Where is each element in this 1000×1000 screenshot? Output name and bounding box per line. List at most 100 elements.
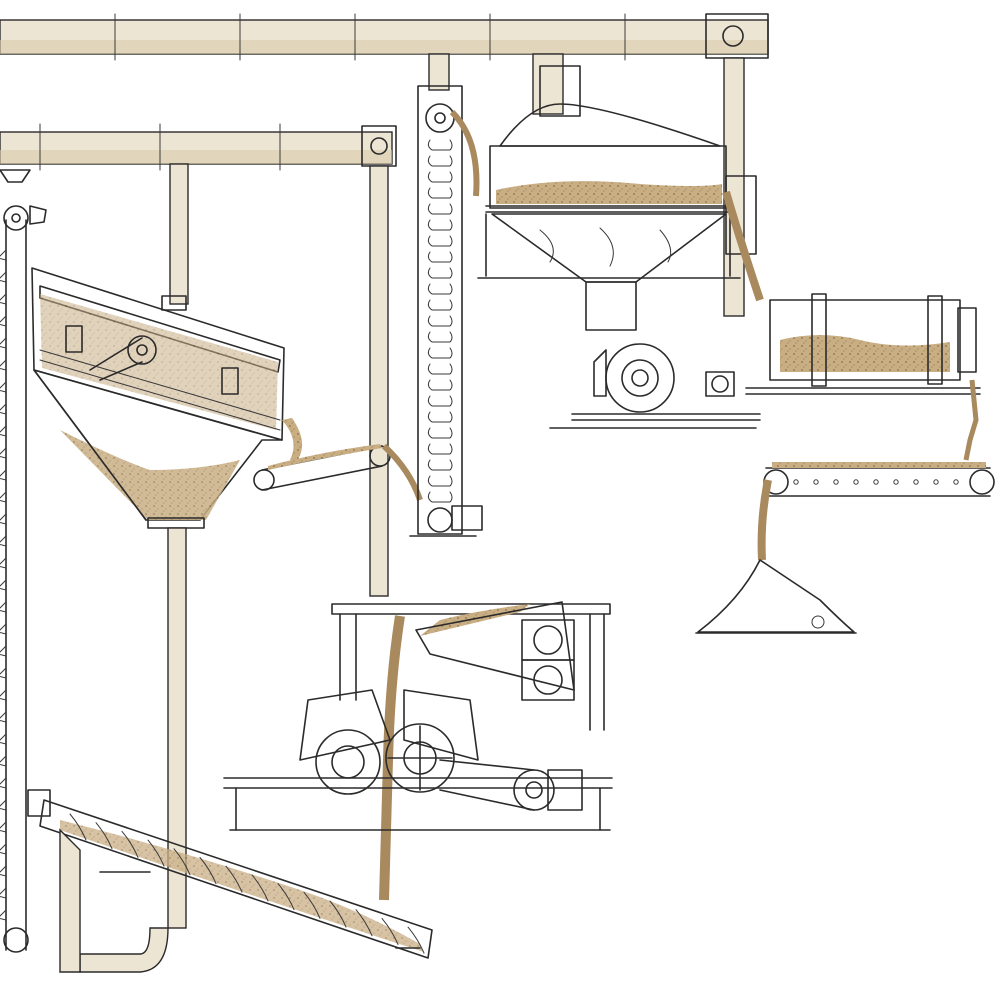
belt-roller	[833, 479, 839, 485]
top-horizontal-duct	[0, 13, 769, 317]
elevator-bucket	[427, 331, 453, 343]
elevator-bucket	[427, 139, 453, 151]
elevator-bucket	[427, 347, 453, 359]
sand-stockpile	[695, 559, 857, 634]
screw-flight	[147, 839, 165, 867]
elevator-bucket	[0, 799, 7, 811]
screw-flight	[407, 926, 425, 954]
center-elevator-head-icon	[425, 103, 455, 133]
elevator-bucket	[0, 887, 7, 899]
elevator-bucket	[0, 535, 7, 547]
screw-drive-motor-icon	[27, 789, 51, 817]
inclined-vibrating-screen	[31, 267, 285, 441]
elevator-bucket	[427, 315, 453, 327]
inclined-screw-conveyor	[27, 789, 433, 973]
elevator-bucket	[0, 821, 7, 833]
elevator-bucket	[427, 235, 453, 247]
elevator-bucket	[427, 363, 453, 375]
elevator-bucket	[0, 447, 7, 459]
elevator-bucket	[427, 155, 453, 167]
elevator-bucket	[0, 425, 7, 437]
elevator-bucket	[427, 171, 453, 183]
drum-girth-gear-icon	[811, 293, 827, 387]
blower-fan	[549, 281, 761, 429]
screw-flight	[69, 813, 87, 841]
elevator-bucket	[0, 689, 7, 701]
long-belt-conveyor	[757, 462, 995, 561]
screw-flight	[199, 857, 217, 884]
elevator-bucket	[0, 403, 7, 415]
drive-motor	[439, 759, 583, 811]
elevator-head-pulley-icon	[3, 205, 29, 231]
elevator-bucket	[0, 337, 7, 349]
left-crusher-roll-icon	[315, 729, 381, 795]
elevator-bucket	[0, 733, 7, 745]
elevator-bucket	[427, 443, 453, 455]
belt-roller	[873, 479, 879, 485]
elevator-bucket	[427, 267, 453, 279]
cyclone-dryer-vessel	[477, 65, 764, 302]
screen-discharge-hopper	[33, 369, 283, 973]
elevator-bucket	[427, 411, 453, 423]
elevator-buckets	[0, 249, 7, 921]
screw-flight	[95, 822, 113, 850]
elevator-bucket	[427, 203, 453, 215]
elevator-bucket	[0, 557, 7, 569]
fan-motor-icon	[705, 371, 735, 397]
elevator-bucket	[0, 579, 7, 591]
right-crusher-roll-icon	[385, 723, 455, 793]
screw-flight	[303, 891, 321, 919]
elevator-bucket	[427, 427, 453, 439]
elevator-bucket	[0, 491, 7, 503]
elevator-bucket	[427, 283, 453, 295]
screw-flight	[381, 917, 399, 945]
rotary-drum-dryer	[745, 293, 981, 461]
elevator-bucket	[0, 755, 7, 767]
elevator-bucket	[0, 623, 7, 635]
elevator-bucket	[0, 381, 7, 393]
elevator-bucket	[427, 379, 453, 391]
screw-flights	[69, 813, 425, 954]
elevator-bucket	[0, 667, 7, 679]
center-bucket-elevator	[409, 85, 483, 537]
elevator-bucket	[0, 315, 7, 327]
elevator-bucket	[0, 513, 7, 525]
belt-roller	[893, 479, 899, 485]
belt-roller	[933, 479, 939, 485]
elevator-bucket	[0, 909, 7, 921]
elevator-bucket	[0, 293, 7, 305]
screw-flight	[329, 900, 347, 928]
elevator-bucket	[0, 777, 7, 789]
elevator-bucket	[427, 459, 453, 471]
second-horizontal-duct	[0, 123, 397, 597]
left-bucket-elevator	[0, 205, 47, 953]
elevator-bucket	[0, 645, 7, 657]
elevator-bucket	[427, 491, 453, 503]
screw-flight	[277, 883, 295, 911]
short-belt-conveyor	[253, 418, 423, 501]
screw-flight	[121, 830, 139, 858]
elevator-bucket	[0, 271, 7, 283]
elevator-bucket	[427, 475, 453, 487]
elevator-bucket	[0, 469, 7, 481]
double-roll-crusher	[223, 601, 613, 901]
elevator-bucket	[427, 299, 453, 311]
belt-roller	[853, 479, 859, 485]
belt-roller	[953, 479, 959, 485]
recycle-icon	[811, 615, 825, 629]
elevator-bucket	[0, 359, 7, 371]
fan-housing-icon	[605, 343, 675, 413]
elevator-bucket	[427, 187, 453, 199]
elevator-bucket	[427, 219, 453, 231]
screw-flight	[251, 874, 269, 902]
elevator-bucket	[0, 711, 7, 723]
elevator-bucket	[0, 843, 7, 855]
top-duct-pulley-icon	[722, 25, 744, 47]
elevator-bucket	[0, 601, 7, 613]
elevator-bucket	[0, 249, 7, 261]
screw-flight	[355, 909, 373, 937]
elevator-bucket	[0, 865, 7, 877]
elevator-bucket	[427, 251, 453, 263]
belt-roller	[913, 479, 919, 485]
